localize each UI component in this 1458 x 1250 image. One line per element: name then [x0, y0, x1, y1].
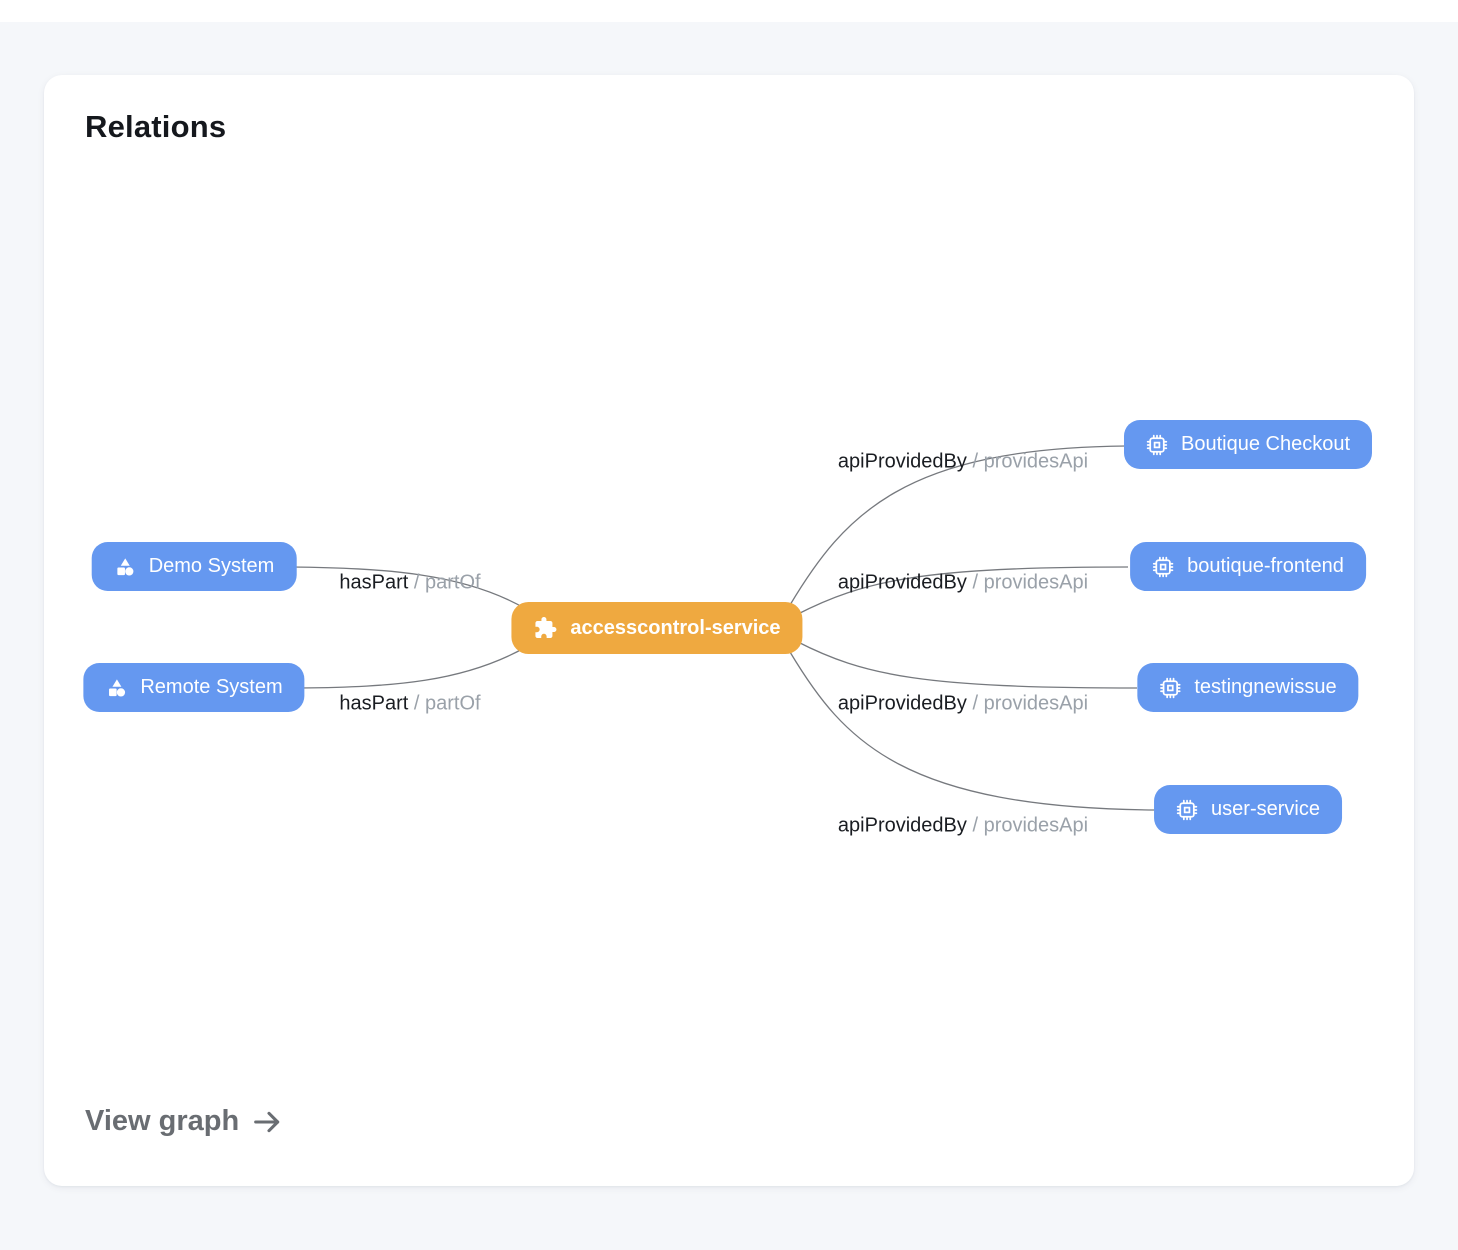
shapes-icon — [105, 677, 127, 699]
card-title: Relations — [85, 109, 227, 144]
edge-remote-system — [299, 646, 527, 689]
relations-diagram: Demo System Remote System accesscontrol-… — [44, 75, 1414, 1186]
node-testingnewissue[interactable]: testingnewissue — [1137, 663, 1359, 712]
node-remote-system[interactable]: Remote System — [83, 663, 305, 712]
node-label: Remote System — [140, 676, 283, 698]
node-label: boutique-frontend — [1187, 555, 1344, 577]
edge-label-apiprovidedby-4: apiProvidedBy / providesApi — [837, 814, 1089, 837]
view-graph-link[interactable]: View graph — [85, 1105, 283, 1138]
node-demo-system[interactable]: Demo System — [91, 542, 297, 591]
chip-icon — [1152, 556, 1174, 578]
edge-demo-system — [290, 566, 527, 610]
node-label: accesscontrol-service — [570, 616, 781, 639]
node-label: Demo System — [148, 555, 275, 577]
edge-boutique-checkout — [789, 445, 1127, 606]
chip-icon — [1146, 434, 1168, 456]
node-boutique-frontend[interactable]: boutique-frontend — [1130, 542, 1366, 591]
puzzle-icon — [533, 616, 557, 640]
shapes-icon — [114, 556, 136, 578]
edge-label-haspart-2: hasPart / partOf — [339, 692, 481, 715]
node-label: user-service — [1211, 798, 1320, 820]
edge-lines — [290, 445, 1156, 811]
chip-icon — [1176, 799, 1198, 821]
node-boutique-checkout[interactable]: Boutique Checkout — [1123, 420, 1373, 469]
node-label: Boutique Checkout — [1180, 433, 1351, 455]
edge-user-service — [789, 651, 1156, 811]
view-graph-label: View graph — [85, 1105, 240, 1137]
edge-label-apiprovidedby-3: apiProvidedBy / providesApi — [837, 692, 1089, 715]
edge-label-haspart-1: hasPart / partOf — [339, 571, 481, 594]
arrow-right-icon — [251, 1106, 283, 1138]
edge-label-apiprovidedby-2: apiProvidedBy / providesApi — [837, 571, 1089, 594]
edge-testingnewissue — [795, 640, 1138, 689]
node-accesscontrol-service[interactable]: accesscontrol-service — [511, 602, 803, 654]
edge-label-apiprovidedby-1: apiProvidedBy / providesApi — [837, 450, 1089, 473]
chip-icon — [1159, 677, 1181, 699]
node-user-service[interactable]: user-service — [1154, 785, 1342, 834]
relations-card: Relations Demo System — [44, 75, 1414, 1186]
edge-boutique-frontend — [795, 566, 1129, 616]
node-label: testingnewissue — [1194, 676, 1337, 698]
